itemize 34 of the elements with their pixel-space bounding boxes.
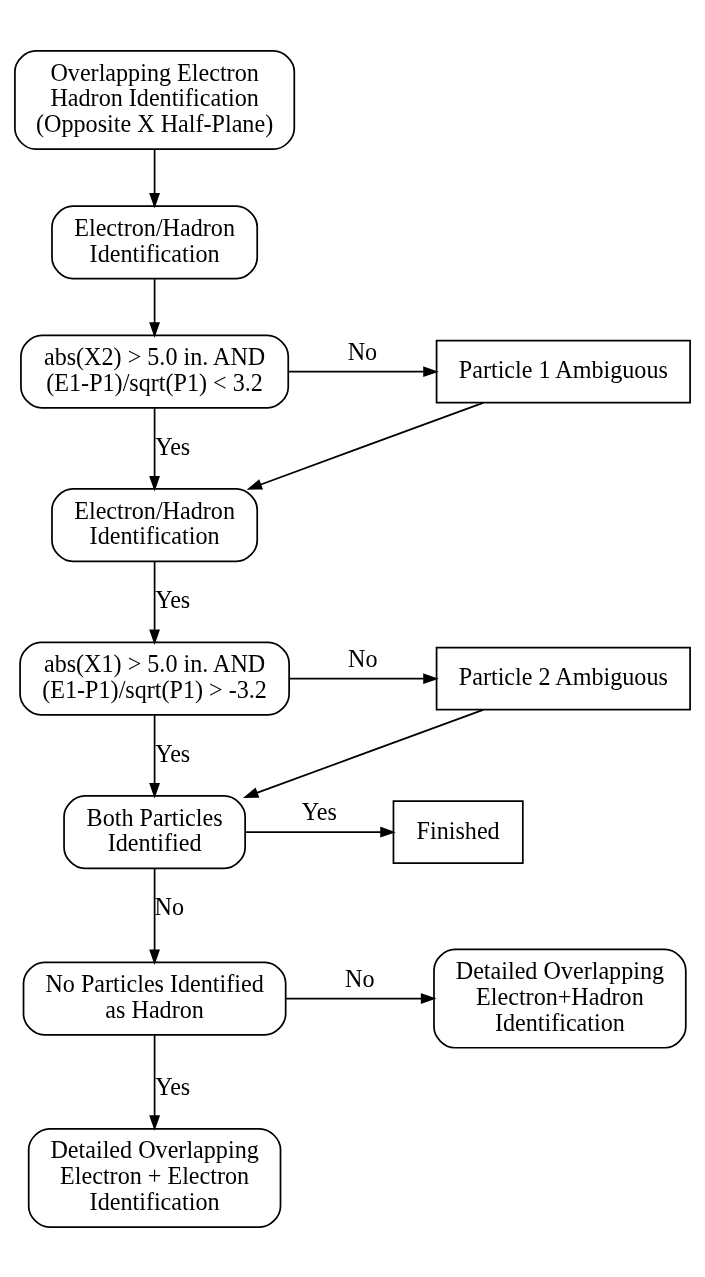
- arrow: [149, 713, 161, 798]
- arrow: [285, 992, 437, 1004]
- node-box: No Particles Identified as Hadron: [22, 961, 287, 1036]
- arrow: [242, 708, 484, 798]
- edge-label: No: [345, 964, 375, 992]
- arrow: [149, 560, 161, 645]
- edge-label: Yes: [155, 739, 191, 767]
- arrow: [244, 826, 396, 838]
- node-box: Detailed Overlapping Electron+Hadron Identification: [433, 948, 687, 1049]
- node-box: Particle 1 Ambiguous: [435, 339, 691, 404]
- edge-label: No: [347, 337, 378, 365]
- edge-label: No: [154, 892, 185, 920]
- node-box: Particle 2 Ambiguous: [435, 646, 691, 711]
- edge-label: Yes: [155, 585, 191, 613]
- node-box: Detailed Overlapping Electron + Electron Identification: [27, 1127, 282, 1228]
- node-box: abs(X1) > 5.0 in. AND (E1-P1)/sqrt(P1) > -3.2: [19, 641, 290, 716]
- node-box: Finished: [392, 799, 524, 864]
- arrow: [246, 401, 484, 490]
- edge-label: No: [348, 644, 378, 672]
- arrow: [149, 1033, 161, 1131]
- node-box: Both Particles Identified: [63, 794, 246, 869]
- arrow: [149, 277, 161, 338]
- node-box: Electron/Hadron Identification: [51, 204, 259, 279]
- node-box: Electron/Hadron Identification: [51, 487, 259, 562]
- arrow: [149, 406, 161, 491]
- arrow: [287, 365, 439, 377]
- arrow: [149, 148, 161, 208]
- edge-label: Yes: [155, 1072, 191, 1100]
- arrow: [149, 867, 161, 965]
- edge-label: Yes: [301, 797, 337, 825]
- edge-label: Yes: [155, 432, 191, 460]
- node-box: abs(X2) > 5.0 in. AND (E1-P1)/sqrt(P1) < 3.2: [20, 334, 290, 409]
- arrow: [288, 672, 439, 684]
- node-box: Overlapping Electron Hadron Identification (Opposite X Half-Plane): [14, 49, 296, 150]
